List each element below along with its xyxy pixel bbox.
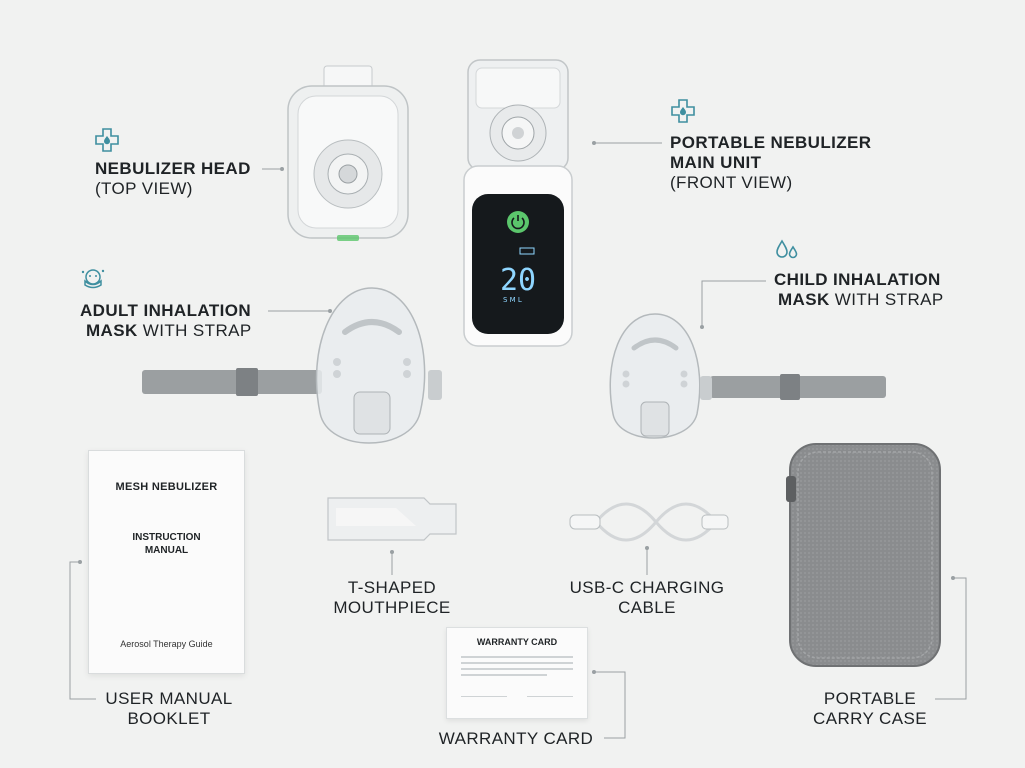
warranty-label: WARRANTY CARD (438, 729, 594, 748)
booklet-title: MESH NEBULIZER (115, 481, 218, 493)
mouthpiece-image (327, 497, 457, 541)
main-unit-image: 20 S M L (463, 59, 573, 347)
face-mask-icon (81, 269, 105, 289)
medical-cross-icon (671, 99, 695, 123)
warranty-card-title: WARRANTY CARD (476, 637, 558, 647)
nebulizer-head-label: NEBULIZER HEAD(TOP VIEW) (95, 159, 251, 198)
water-drops-icon (776, 239, 798, 259)
booklet-footer: Aerosol Therapy Guide (120, 639, 213, 649)
carry-case-image (786, 443, 941, 667)
display-modes: S M L (503, 296, 522, 304)
adult-mask-image (142, 287, 442, 444)
nebulizer-head-image (287, 65, 409, 241)
usb-cable-image (569, 502, 729, 542)
warranty-card: WARRANTY CARD (446, 627, 588, 719)
display-digits: 20 (500, 263, 536, 298)
child-mask-image (609, 313, 886, 439)
medical-cross-icon (95, 128, 119, 152)
